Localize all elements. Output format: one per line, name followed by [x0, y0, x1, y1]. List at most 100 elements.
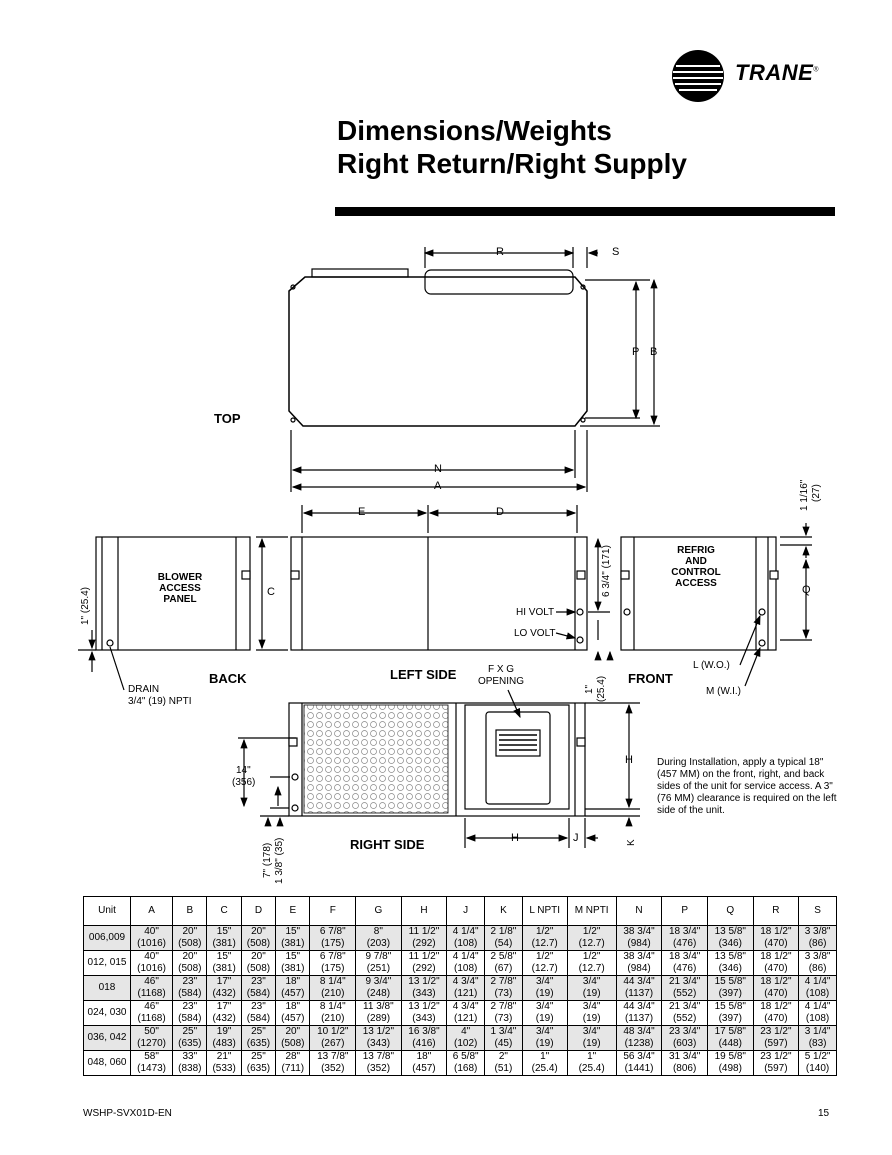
value-mm: (175): [321, 963, 345, 974]
value-mm: (533): [212, 1063, 236, 1074]
value-mm: (108): [453, 938, 478, 949]
value-inches: 3/4": [582, 976, 601, 987]
value-mm: (108): [453, 963, 478, 974]
value-mm: (508): [178, 963, 202, 974]
column-header: E: [275, 896, 311, 926]
table-cell: 20"(508): [240, 925, 277, 951]
value-mm: (508): [246, 938, 271, 949]
value-inches: 18": [285, 1001, 301, 1012]
value-mm: (19): [535, 988, 554, 999]
value-mm: (19): [582, 1038, 601, 1049]
table-cell: 4 1/4"(108): [446, 925, 486, 951]
value-mm: (51): [494, 1063, 513, 1074]
value-inches: 1": [540, 1051, 550, 1062]
back-view: [78, 536, 251, 691]
column-header: Q: [706, 896, 754, 926]
table-cell: 15"(381): [275, 925, 311, 951]
value-mm: (635): [246, 1063, 271, 1074]
table-cell: 13 7/8"(352): [355, 1050, 402, 1076]
value-inches: 28": [285, 1051, 301, 1062]
value-mm: (984): [627, 938, 651, 949]
table-cell: 20"(508): [172, 925, 208, 951]
value-mm: (12.7): [531, 963, 558, 974]
value-mm: (86): [808, 938, 827, 949]
value-inches: 13 7/8": [362, 1051, 395, 1062]
value-mm: (12.7): [578, 963, 605, 974]
value-mm: (73): [494, 1013, 513, 1024]
value-mm: (1473): [137, 1063, 167, 1074]
unit-cell: 006,009: [83, 925, 131, 951]
value-inches: 9 7/8": [365, 951, 392, 962]
value-inches: 31 3/4": [668, 1051, 701, 1062]
value-mm: (1016): [137, 963, 167, 974]
value-mm: (584): [178, 1013, 202, 1024]
dim-r-label: R: [496, 246, 504, 258]
value-mm: (343): [412, 1013, 436, 1024]
value-mm: (838): [178, 1063, 202, 1074]
value-inches: 40": [144, 926, 159, 937]
page-title: Dimensions/Weights Right Return/Right Su…: [337, 114, 687, 180]
value-inches: 33": [182, 1051, 198, 1062]
table-cell: 13 7/8"(352): [309, 1050, 357, 1076]
dim-25-4-label: (25.4): [596, 675, 607, 702]
value-mm: (1168): [137, 1013, 166, 1024]
value-mm: (86): [808, 963, 827, 974]
value-mm: (210): [321, 1013, 345, 1024]
table-cell: 4 3/4"(121): [446, 975, 486, 1001]
table-cell: 33"(838): [172, 1050, 208, 1076]
value-mm: (711): [281, 1063, 305, 1074]
column-header: P: [661, 896, 708, 926]
unit-cell: 024, 030: [83, 1000, 131, 1026]
refrig-control-access-label: REFRIG AND CONTROL ACCESS: [671, 545, 721, 589]
m-wi-label: M (W.I.): [706, 686, 741, 697]
installation-note: During Installation, apply a typical 18"…: [657, 757, 837, 816]
value-mm: (121): [453, 988, 478, 999]
table-cell: 5 1/2"(140): [798, 1050, 837, 1076]
value-inches: 10 1/2": [317, 1026, 349, 1037]
value-mm: (381): [281, 963, 305, 974]
value-mm: (203): [366, 938, 391, 949]
document-id: WSHP-SVX01D-EN: [83, 1108, 172, 1119]
table-cell: 4 3/4"(121): [446, 1000, 486, 1026]
value-inches: 21": [216, 1051, 232, 1062]
top-view: [288, 247, 660, 492]
l-wo-label: L (W.O.): [693, 660, 730, 671]
value-mm: (25.4): [578, 1063, 605, 1074]
column-header: H: [400, 896, 448, 926]
value-inches: 17": [216, 976, 232, 987]
table-cell: 4 1/4"(108): [798, 1000, 837, 1026]
value-inches: 13 1/2": [408, 976, 440, 987]
column-header: L NPTI: [521, 896, 568, 926]
column-header: K: [484, 896, 523, 926]
value-mm: (19): [582, 988, 601, 999]
dimension-drawing: [78, 247, 812, 848]
table-cell: 46"(1168): [129, 1000, 174, 1026]
value-mm: (1168): [137, 988, 166, 999]
table-cell: 8 1/4"(210): [309, 1000, 357, 1026]
value-mm: (251): [366, 963, 391, 974]
value-mm: (498): [718, 1063, 742, 1074]
value-inches: 44 3/4": [623, 976, 655, 987]
table-cell: 38 3/4"(984): [615, 925, 663, 951]
value-inches: 18 3/4": [668, 926, 701, 937]
table-cell: 13 5/8"(346): [706, 925, 754, 951]
dim-s-label: S: [612, 246, 620, 258]
table-cell: 15"(381): [206, 950, 242, 976]
value-mm: (168): [453, 1063, 478, 1074]
value-inches: 8 1/4": [319, 976, 346, 987]
value-mm: (267): [321, 1038, 345, 1049]
table-cell: 18 3/4"(476): [661, 950, 708, 976]
value-mm: (102): [453, 1038, 478, 1049]
table-cell: 18 3/4"(476): [661, 925, 708, 951]
value-mm: (432): [212, 988, 236, 999]
value-inches: 20": [182, 951, 198, 962]
table-cell: 38 3/4"(984): [615, 950, 663, 976]
value-inches: 1/2": [535, 926, 554, 937]
unit-cell: 018: [83, 975, 131, 1001]
table-cell: 3 1/4"(83): [798, 1025, 837, 1051]
value-inches: 38 3/4": [623, 926, 655, 937]
value-mm: (108): [805, 1013, 830, 1024]
value-inches: 15 5/8": [714, 1001, 746, 1012]
